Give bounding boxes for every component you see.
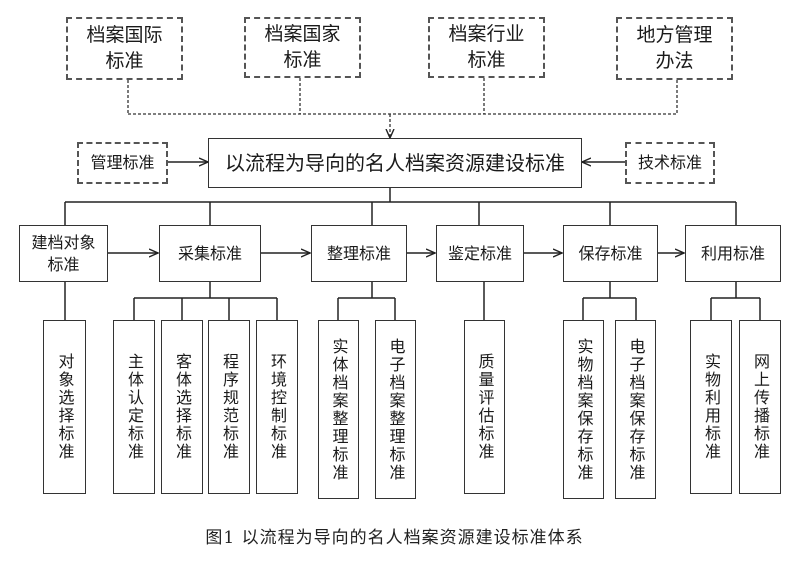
stage-collect: 采集标准 bbox=[159, 225, 261, 282]
stage-organize: 整理标准 bbox=[311, 225, 407, 282]
leaf-environment-control: 环境控制标准 bbox=[256, 320, 298, 494]
source-international: 档案国际 标准 bbox=[66, 17, 183, 80]
leaf-subject-identification: 主体认定标准 bbox=[113, 320, 155, 494]
source-connectors bbox=[127, 78, 678, 138]
figure-caption: 图1 以流程为导向的名人档案资源建设标准体系 bbox=[205, 528, 584, 548]
leaf-electronic-organize: 电子档案整理标准 bbox=[375, 320, 416, 499]
leaf-physical-use: 实物利用标准 bbox=[690, 320, 732, 494]
leaf-procedure-norm: 程序规范标准 bbox=[208, 320, 250, 494]
leaf-electronic-preserve: 电子档案保存标准 bbox=[615, 320, 656, 499]
technical-standard: 技术标准 bbox=[625, 142, 715, 184]
center-title: 以流程为导向的名人档案资源建设标准 bbox=[208, 138, 582, 188]
stage-connectors bbox=[64, 188, 737, 225]
leaf-object-selection: 对象选择标准 bbox=[43, 320, 86, 494]
stage-use: 利用标准 bbox=[685, 225, 781, 282]
stage-object: 建档对象 标准 bbox=[19, 225, 108, 282]
stage-appraise: 鉴定标准 bbox=[436, 225, 524, 282]
source-national: 档案国家 标准 bbox=[244, 17, 361, 78]
leaf-connectors bbox=[64, 282, 761, 320]
source-industry: 档案行业 标准 bbox=[428, 17, 545, 78]
management-standard: 管理标准 bbox=[77, 142, 168, 184]
source-local: 地方管理 办法 bbox=[616, 17, 733, 80]
leaf-physical-organize: 实体档案整理标准 bbox=[318, 320, 359, 499]
leaf-object-choice: 客体选择标准 bbox=[161, 320, 203, 494]
leaf-quality-assessment: 质量评估标准 bbox=[464, 320, 505, 494]
leaf-online-dissemination: 网上传播标准 bbox=[739, 320, 781, 494]
leaf-physical-preserve: 实物档案保存标准 bbox=[563, 320, 604, 499]
stage-preserve: 保存标准 bbox=[563, 225, 658, 282]
